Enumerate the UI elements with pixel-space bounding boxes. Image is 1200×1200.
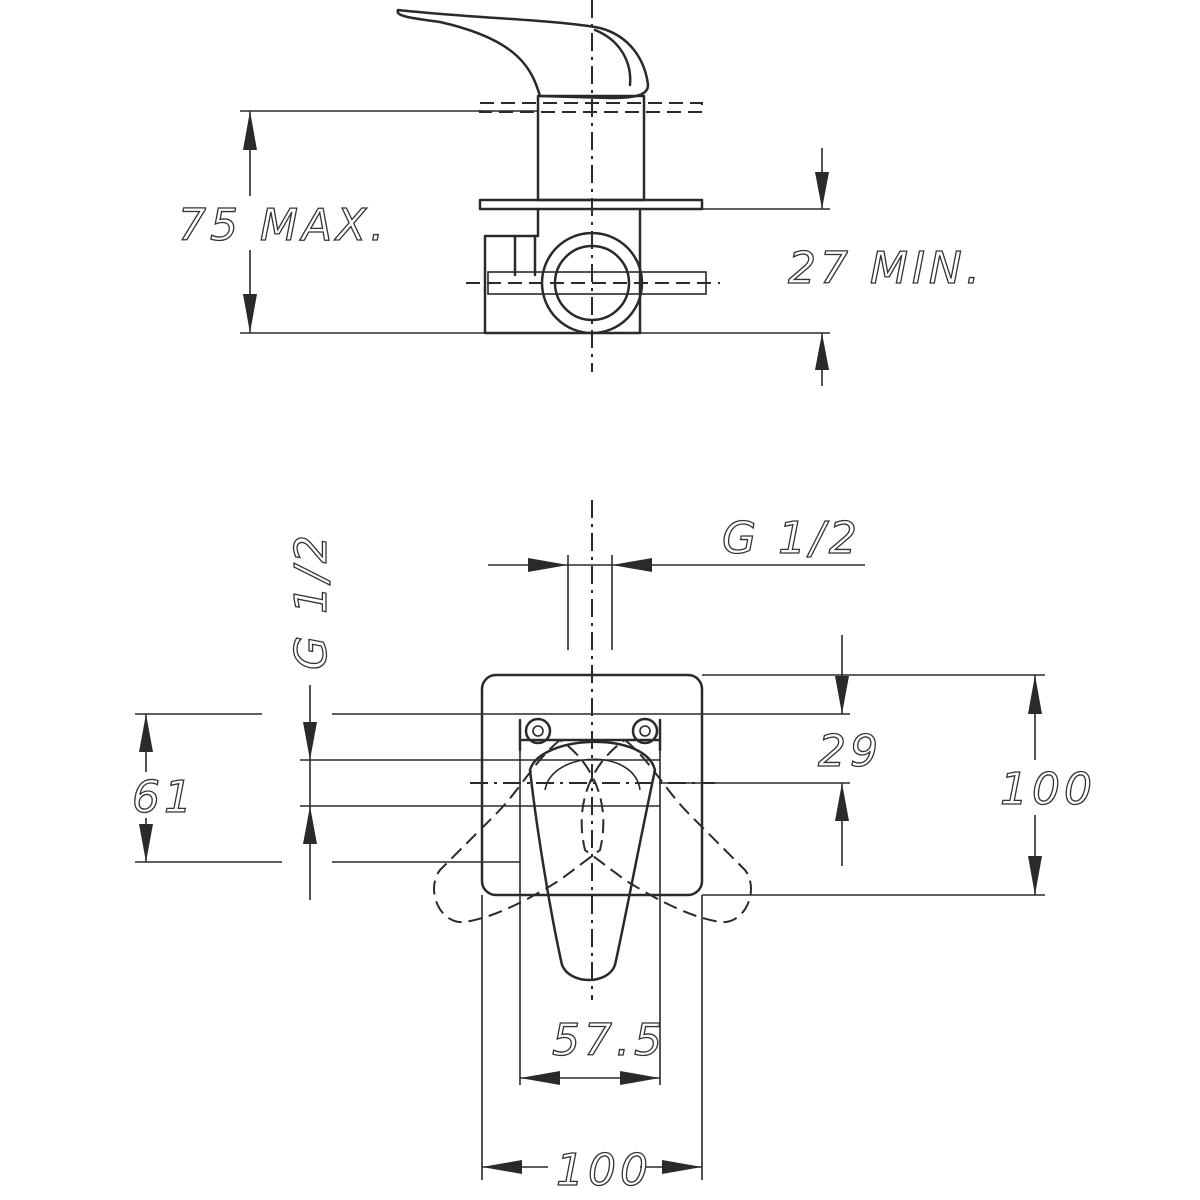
front-lever-center bbox=[528, 740, 657, 982]
front-view: G 1/2 G 1/2 61 29 100 bbox=[131, 500, 1096, 1197]
side-valve-body bbox=[483, 207, 642, 335]
side-view: 75 MAX. 27 MIN. bbox=[160, 0, 984, 386]
width-100-label: 100 bbox=[556, 1145, 652, 1196]
front-lever-left-dashed bbox=[433, 738, 605, 924]
height-29-label: 29 bbox=[818, 726, 882, 777]
max-depth-label: 75 MAX. bbox=[178, 200, 388, 251]
height-100-label: 100 bbox=[1000, 764, 1096, 815]
height-61-label: 61 bbox=[132, 772, 196, 823]
side-lever-handle bbox=[396, 8, 650, 100]
width-57-label: 57.5 bbox=[552, 1015, 666, 1066]
min-depth-label: 27 MIN. bbox=[788, 243, 984, 294]
thread-vertical-label: G 1/2 bbox=[286, 531, 337, 670]
screw-right-icon bbox=[631, 717, 659, 745]
front-lever-right-dashed bbox=[580, 738, 752, 924]
screw-left-icon bbox=[524, 717, 552, 745]
thread-horizontal-label: G 1/2 bbox=[722, 513, 861, 564]
